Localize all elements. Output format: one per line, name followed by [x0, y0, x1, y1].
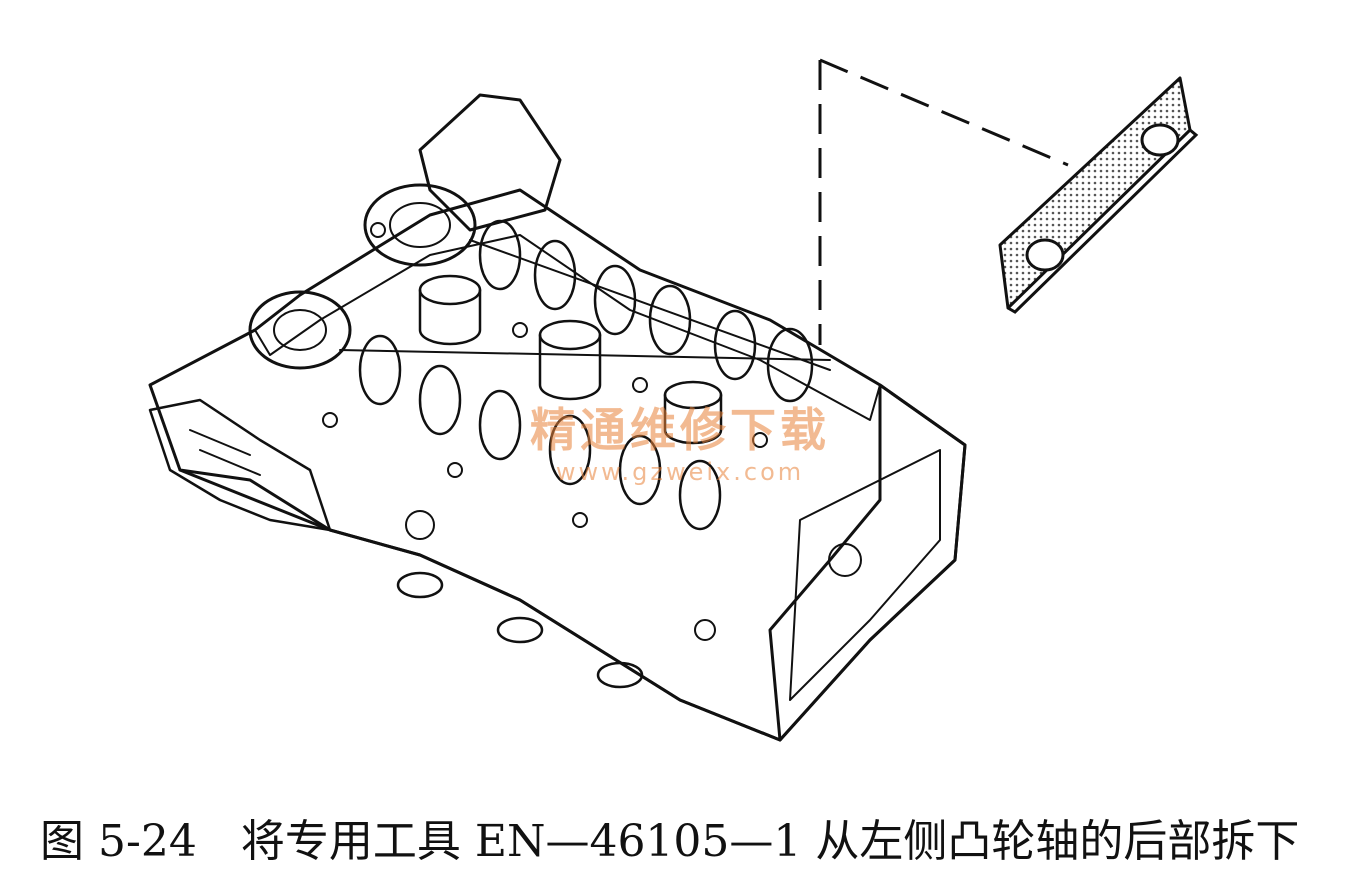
cam-sprocket-boss-2	[248, 290, 352, 370]
head-top-rim	[254, 189, 881, 421]
rear-panel	[789, 449, 941, 701]
figure-caption: 图 5-24 将专用工具 EN—46105—1 从左侧凸轮轴的后部拆下	[40, 812, 1330, 872]
exhaust-ports	[396, 571, 644, 689]
special-tool-plate	[998, 76, 1199, 314]
head-right-face	[768, 383, 967, 742]
cap-bolts	[322, 222, 862, 641]
cam-sprocket-boss-1	[363, 183, 477, 267]
figure-number: 图 5-24	[40, 816, 197, 867]
left-cam-lobes	[358, 334, 722, 531]
right-cam-lobes	[478, 219, 814, 403]
right-camshaft	[469, 239, 831, 371]
figure-caption-text: 将专用工具 EN—46105—1 从左侧凸轮轴的后部拆下	[240, 816, 1300, 867]
head-deck-edge	[178, 468, 782, 742]
alignment-line	[818, 58, 1069, 345]
timing-cover	[418, 93, 562, 232]
engine-diagram	[148, 58, 1199, 742]
spark-plug-tubes	[418, 274, 723, 445]
left-camshaft	[339, 349, 831, 361]
front-bracket	[148, 398, 332, 532]
